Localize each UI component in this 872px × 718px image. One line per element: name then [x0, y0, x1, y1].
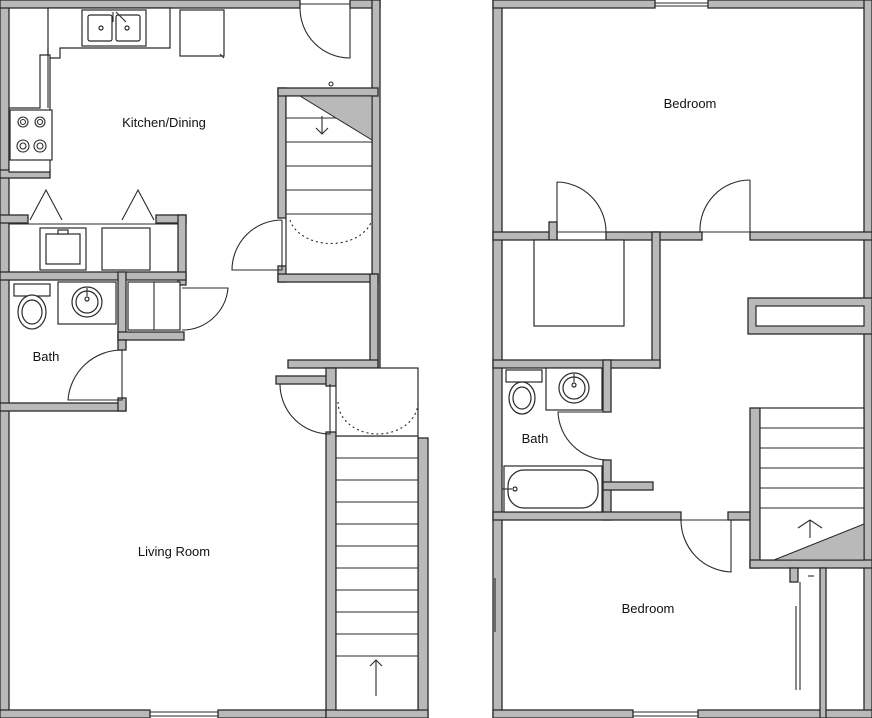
- top-bedroom-label: Bedroom: [664, 96, 717, 111]
- upper-stairs: [285, 95, 373, 275]
- first-floor-bottom-wall-left: [0, 709, 151, 718]
- bath-bottom-wall: [0, 402, 127, 412]
- second-floor-stairs: [759, 407, 865, 561]
- dryer-icon: [101, 227, 151, 271]
- stove-icon: [9, 109, 53, 161]
- pantry-bifold-door-left: [29, 188, 63, 221]
- stair-enclosure-top-wall: [277, 87, 379, 97]
- lower-stair-right-wall: [417, 437, 429, 718]
- second-floor: Bedroom Bath Bedroom: [492, 0, 872, 718]
- lower-stair-corner: [325, 367, 337, 387]
- second-floor-bath-label: Bath: [522, 431, 549, 446]
- closet-door-swing: [181, 287, 229, 331]
- bath-door-jamb: [117, 339, 127, 351]
- second-floor-top-wall-left: [492, 0, 656, 9]
- upper-stair-left-wall: [749, 407, 761, 569]
- lower-stair-top-wall: [275, 375, 335, 385]
- second-floor-top-wall-right: [707, 0, 872, 9]
- bath-right-wall: [117, 271, 127, 341]
- refrigerator-icon: [179, 9, 225, 57]
- bedroom-top-jamb-a: [548, 221, 558, 241]
- kitchen-sink-icon: [81, 9, 147, 47]
- closet-bottom-wall-2: [287, 359, 379, 369]
- closet-right-partition: [819, 567, 827, 718]
- first-floor-bottom-wall-right: [217, 709, 331, 718]
- stair-enclosure-bottom-wall: [277, 273, 379, 283]
- closet-bottom-wall: [117, 331, 185, 341]
- toilet-icon: [13, 283, 51, 330]
- lower-stair-bottom-wall: [325, 709, 429, 718]
- second-bath-stub-wall: [602, 481, 654, 491]
- lower-stair-left-wall: [325, 431, 337, 718]
- kitchen-dining-label: Kitchen/Dining: [122, 115, 206, 130]
- second-floor-bottom-wall-left: [492, 709, 634, 718]
- bath-sink-icon: [57, 281, 117, 325]
- second-bath-sink-icon: [545, 367, 603, 411]
- second-bath-door-swing: [557, 411, 608, 461]
- hall-closet-wall: [651, 231, 661, 369]
- stair-door-swing: [231, 219, 283, 271]
- walk-in-closet: [533, 239, 625, 327]
- linen-shelf: [755, 305, 865, 327]
- washer-icon: [39, 227, 87, 271]
- first-floor-left-wall: [0, 0, 10, 718]
- lower-stairs: [335, 435, 419, 711]
- upper-stair-bottom-wall: [749, 559, 872, 569]
- bedroom-closet-door-swing-left: [556, 181, 607, 233]
- closet-right-wall: [369, 273, 379, 369]
- first-floor-top-wall-left: [0, 0, 301, 9]
- first-floor-bath-label: Bath: [33, 349, 60, 364]
- bath-door-swing: [67, 349, 123, 401]
- bottom-bedroom-label: Bedroom: [622, 601, 675, 616]
- under-stair-closet: [335, 367, 419, 437]
- bedroom-bottom-door-swing: [680, 519, 732, 573]
- second-floor-left-wall: [492, 0, 503, 718]
- second-toilet-icon: [505, 369, 543, 415]
- bedroom-closet-door-swing-right: [699, 179, 751, 233]
- second-bath-top-wall: [492, 359, 661, 369]
- second-floor-bottom-wall-right: [697, 709, 872, 718]
- upper-stair-jamb: [789, 567, 799, 583]
- bedroom-top-wall-a: [492, 231, 558, 241]
- living-room-label: Living Room: [138, 544, 210, 559]
- bath-top-wall: [0, 271, 187, 281]
- laundry-wall-right: [177, 214, 187, 286]
- stair-enclosure-left-wall: [277, 87, 287, 219]
- entry-door-swing: [299, 7, 351, 59]
- second-bath-bottom-wall: [492, 511, 682, 521]
- lower-closet-door-swing: [279, 383, 331, 435]
- pantry-bifold-door-right: [121, 188, 155, 221]
- pantry-wall-left: [0, 214, 29, 224]
- second-floor-right-wall: [863, 0, 872, 718]
- second-bath-right-wall-upper: [602, 359, 612, 413]
- bathtub-icon: [502, 465, 603, 513]
- bedroom-top-wall-c: [749, 231, 872, 241]
- first-floor: Kitchen/Dining Bath Living Room: [0, 0, 429, 718]
